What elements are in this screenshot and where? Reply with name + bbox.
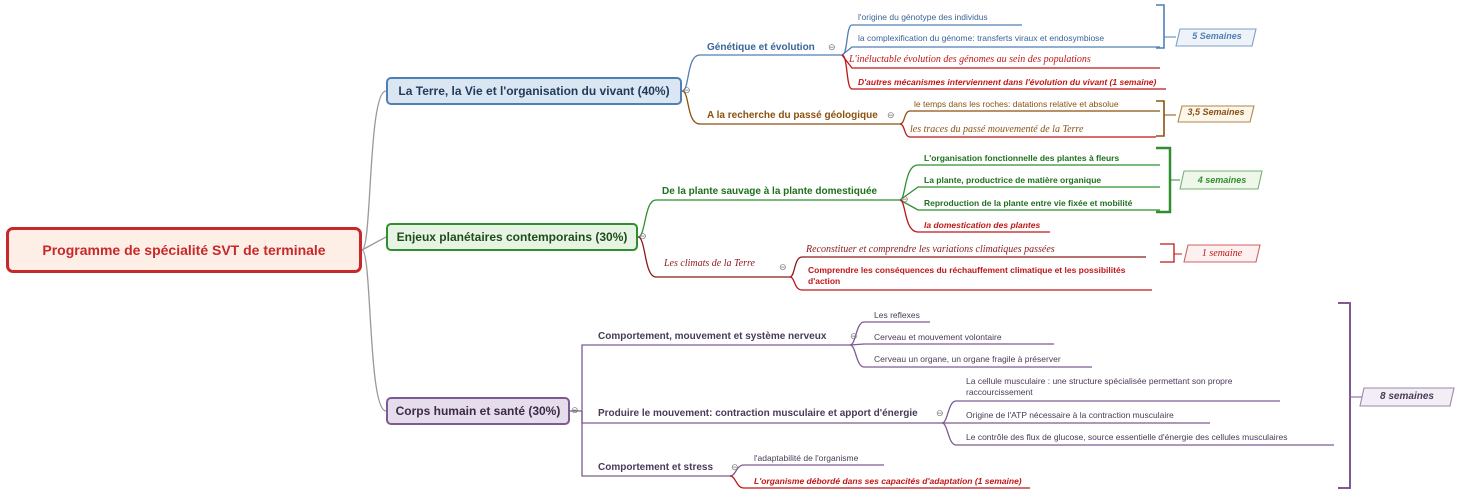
subtopic-passe-geologique[interactable]: A la recherche du passé géologique xyxy=(707,110,878,121)
collapse-icon[interactable]: ⊖ xyxy=(901,194,909,204)
subtopic-systeme-nerveux[interactable]: Comportement, mouvement et système nerve… xyxy=(598,331,827,342)
leaf-temps-roches[interactable]: le temps dans les roches: datations rela… xyxy=(914,99,1119,109)
leaf-domestication[interactable]: la domestication des plantes xyxy=(924,220,1041,230)
subtopic-comportement-stress[interactable]: Comportement et stress xyxy=(598,462,714,473)
leaf-reproduction-plante[interactable]: Reproduction de la plante entre vie fixé… xyxy=(924,198,1133,208)
subtopic-climats-terre[interactable]: Les climats de la Terre xyxy=(664,258,755,269)
duration-tag: 4 semaines xyxy=(1197,175,1247,185)
leaf-reflexes[interactable]: Les reflexes xyxy=(874,310,920,320)
duration-tag: 1 semaine xyxy=(1201,248,1243,259)
leaf-origine-atp[interactable]: Origine de l'ATP nécessaire à la contrac… xyxy=(966,410,1174,420)
theme-corps-humain[interactable]: Corps humain et santé (30%) xyxy=(386,397,570,425)
collapse-icon[interactable]: ⊖ xyxy=(571,405,579,415)
leaf-flux-glucose[interactable]: Le contrôle des flux de glucose, source … xyxy=(966,432,1288,442)
leaf-adaptabilite[interactable]: l'adaptabilité de l'organisme xyxy=(754,453,859,463)
collapse-icon[interactable]: ⊖ xyxy=(936,408,944,418)
root-topic[interactable]: Programme de spécialité SVT de terminale xyxy=(6,227,362,273)
leaf-organisation-plantes[interactable]: L'organisation fonctionnelle des plantes… xyxy=(924,153,1120,163)
collapse-icon[interactable]: ⊖ xyxy=(683,85,691,95)
duration-tag: 8 semaines xyxy=(1380,391,1434,402)
leaf-cellule-musculaire[interactable]: La cellule musculaire : une structure sp… xyxy=(966,376,1233,397)
subtopic-contraction-musculaire[interactable]: Produire le mouvement: contraction muscu… xyxy=(598,408,918,419)
leaf-rechauffement[interactable]: Comprendre les conséquences du réchauffe… xyxy=(808,265,1126,286)
leaf-autres-mecanismes[interactable]: D'autres mécanismes interviennent dans l… xyxy=(858,77,1157,87)
leaf-variations-climatiques[interactable]: Reconstituer et comprendre les variation… xyxy=(806,244,1055,255)
leaf-traces-passe[interactable]: les traces du passé mouvementé de la Ter… xyxy=(910,124,1084,135)
collapse-icon[interactable]: ⊖ xyxy=(850,331,858,341)
theme-enjeux-planetaires[interactable]: Enjeux planétaires contemporains (30%) xyxy=(386,223,638,251)
leaf-origine-genotype[interactable]: l'origine du génotype des individus xyxy=(858,12,988,22)
collapse-icon[interactable]: ⊖ xyxy=(887,110,895,120)
leaf-organisme-deborde[interactable]: L'organisme débordé dans ses capacités d… xyxy=(754,476,1022,486)
collapse-icon[interactable]: ⊖ xyxy=(731,462,739,472)
leaf-plante-productrice[interactable]: La plante, productrice de matière organi… xyxy=(924,175,1102,185)
collapse-icon[interactable]: ⊖ xyxy=(779,262,787,272)
leaf-complexification-genome[interactable]: la complexification du génome: transfert… xyxy=(858,33,1105,43)
leaf-mouvement-volontaire[interactable]: Cerveau et mouvement volontaire xyxy=(874,332,1002,342)
duration-tag: 3,5 Semaines xyxy=(1187,107,1245,117)
duration-tag: 5 Semaines xyxy=(1192,31,1242,41)
collapse-icon[interactable]: ⊖ xyxy=(639,231,647,241)
collapse-icon[interactable]: ⊖ xyxy=(828,42,836,52)
leaf-cerveau-organe[interactable]: Cerveau un organe, un organe fragile à p… xyxy=(874,354,1061,364)
subtopic-plante-domestiquee[interactable]: De la plante sauvage à la plante domesti… xyxy=(662,186,878,197)
theme-terre-vie[interactable]: La Terre, la Vie et l'organisation du vi… xyxy=(386,77,682,105)
leaf-evolution-genomes[interactable]: L'inéluctable évolution des génomes au s… xyxy=(849,54,1091,65)
subtopic-genetique-evolution[interactable]: Génétique et évolution xyxy=(707,42,815,53)
